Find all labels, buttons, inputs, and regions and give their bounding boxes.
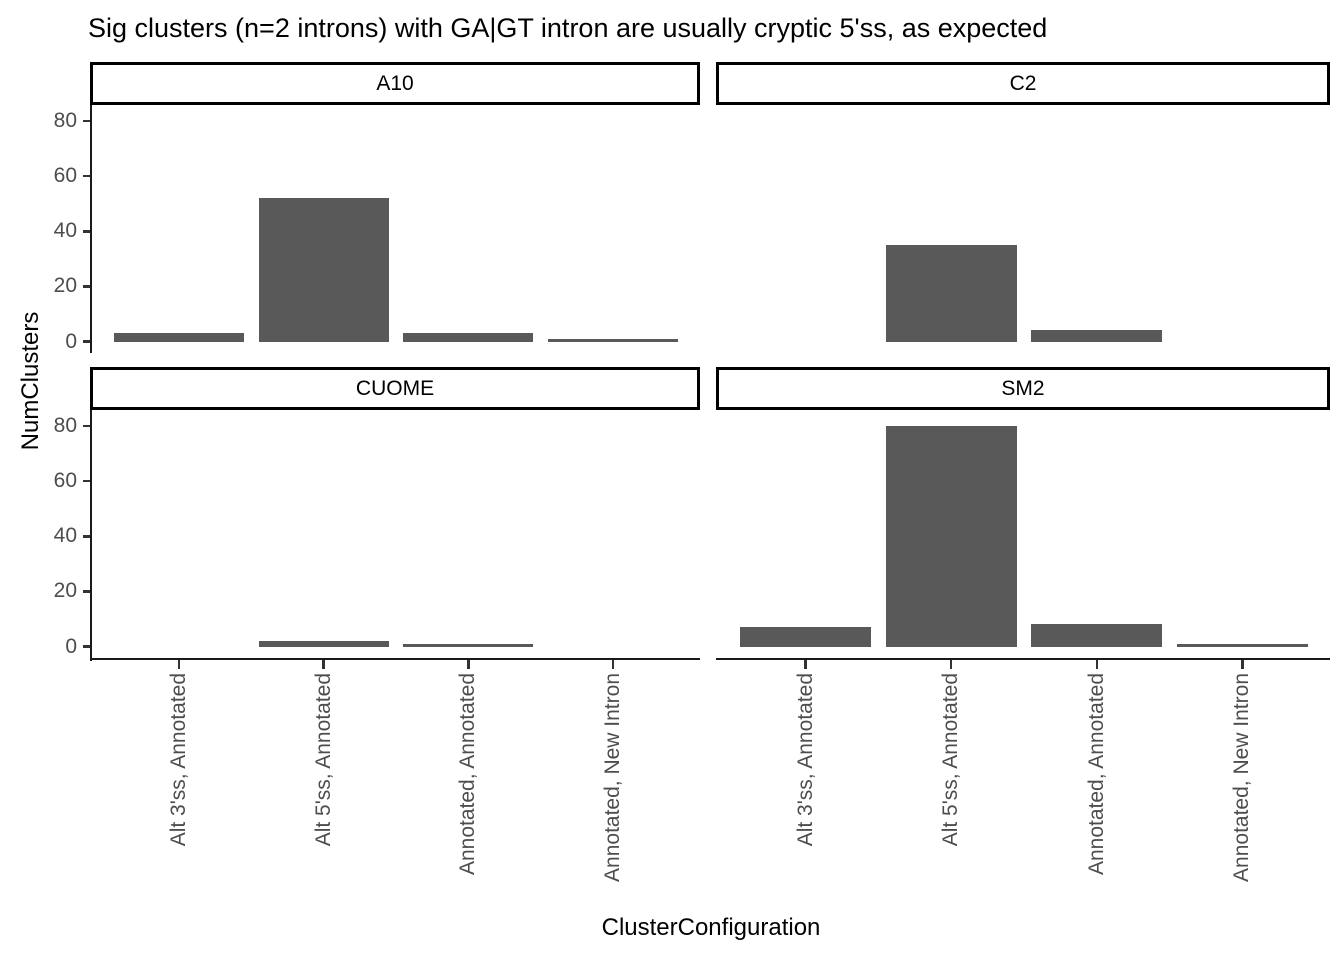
- y-tick-label: 80: [53, 109, 77, 133]
- bar-cuome-2: [403, 643, 534, 647]
- x-tick-mark: [1241, 660, 1244, 669]
- facet-strip-cuome: CUOME: [90, 367, 700, 410]
- y-tick-mark: [83, 645, 90, 648]
- facet-strip-sm2-label: SM2: [1001, 376, 1045, 400]
- bar-a10-0: [113, 333, 245, 342]
- y-tick-label: 0: [65, 329, 77, 353]
- chart-title: Sig clusters (n=2 introns) with GA|GT in…: [88, 13, 1048, 43]
- y-tick-mark: [83, 590, 90, 593]
- x-tick-label: Annotated, Annotated: [1084, 673, 1108, 876]
- x-axis-line: [89, 657, 700, 660]
- y-tick-label: 40: [53, 524, 77, 548]
- y-tick-mark: [83, 230, 90, 233]
- x-tick-mark: [804, 660, 807, 669]
- x-tick-mark: [611, 660, 615, 669]
- facet-strip-c2-label: C2: [1009, 71, 1037, 95]
- y-tick-label: 60: [53, 164, 77, 188]
- x-tick-label: Alt 5'ss, Annotated: [311, 673, 335, 847]
- y-axis-line: [89, 410, 92, 661]
- x-tick-label: Alt 5'ss, Annotated: [939, 673, 963, 847]
- facet-strip-a10-label: A10: [376, 71, 414, 95]
- x-tick-mark: [949, 660, 953, 669]
- x-tick-mark: [322, 660, 325, 669]
- y-tick-label: 20: [53, 579, 77, 603]
- bar-sm2-1: [885, 426, 1017, 647]
- bar-c2-1: [885, 245, 1017, 342]
- bar-cuome-1: [258, 641, 389, 647]
- bar-a10-2: [403, 333, 534, 342]
- y-tick-mark: [83, 174, 90, 178]
- bar-sm2-3: [1176, 643, 1309, 647]
- x-tick-label: Annotated, New Intron: [1230, 673, 1254, 882]
- facet-strip-sm2: SM2: [716, 367, 1330, 410]
- x-tick-label: Alt 3'ss, Annotated: [166, 673, 190, 847]
- y-tick-label: 0: [65, 634, 77, 658]
- facet-strip-cuome-label: CUOME: [355, 376, 435, 400]
- facet-strip-c2: C2: [716, 62, 1330, 105]
- bar-c2-2: [1031, 330, 1163, 342]
- x-tick-mark: [1095, 660, 1099, 669]
- y-tick-mark: [83, 340, 90, 343]
- bar-sm2-0: [739, 627, 872, 647]
- x-axis-title: ClusterConfiguration: [601, 914, 821, 941]
- y-tick-mark: [83, 479, 90, 483]
- y-tick-label: 60: [53, 469, 77, 493]
- y-axis-line: [89, 105, 92, 353]
- x-tick-mark: [467, 660, 470, 669]
- facet-panel-a10: [92, 105, 700, 353]
- x-tick-label: Alt 3'ss, Annotated: [793, 673, 817, 847]
- y-tick-label: 20: [53, 274, 77, 298]
- facet-panel-sm2: [718, 410, 1330, 658]
- x-tick-label: Annotated, New Intron: [601, 673, 625, 882]
- bar-a10-3: [547, 338, 679, 342]
- facet-panel-cuome: [92, 410, 700, 658]
- y-tick-mark: [83, 424, 90, 428]
- x-tick-mark: [177, 660, 181, 669]
- facet-panel-c2: [718, 105, 1330, 353]
- y-tick-mark: [83, 535, 90, 538]
- x-tick-label: Annotated, Annotated: [456, 673, 480, 876]
- y-tick-label: 40: [53, 219, 77, 243]
- y-tick-mark: [83, 285, 90, 288]
- facet-strip-a10: A10: [90, 62, 700, 105]
- bar-sm2-2: [1031, 624, 1163, 647]
- y-tick-mark: [83, 119, 90, 123]
- bar-a10-1: [258, 198, 389, 342]
- y-tick-label: 80: [53, 414, 77, 438]
- x-axis-line: [715, 657, 1330, 660]
